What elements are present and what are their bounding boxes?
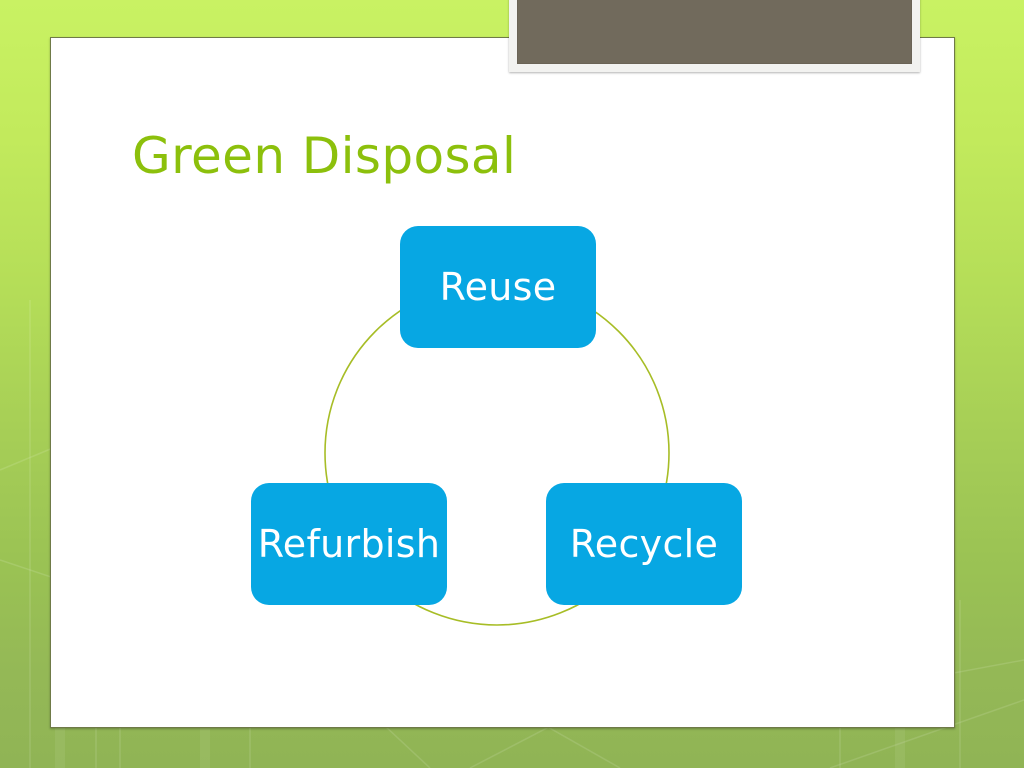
cycle-node-refurbish-label: Refurbish <box>257 522 441 566</box>
cycle-node-recycle-label: Recycle <box>569 522 719 566</box>
cycle-node-reuse[interactable]: Reuse <box>400 226 596 348</box>
top-banner-fill <box>517 0 912 64</box>
cycle-node-refurbish[interactable]: Refurbish <box>251 483 447 605</box>
page-title: Green Disposal <box>132 127 517 185</box>
top-banner-frame <box>509 0 920 72</box>
cycle-node-reuse-label: Reuse <box>439 265 557 309</box>
cycle-node-recycle[interactable]: Recycle <box>546 483 742 605</box>
